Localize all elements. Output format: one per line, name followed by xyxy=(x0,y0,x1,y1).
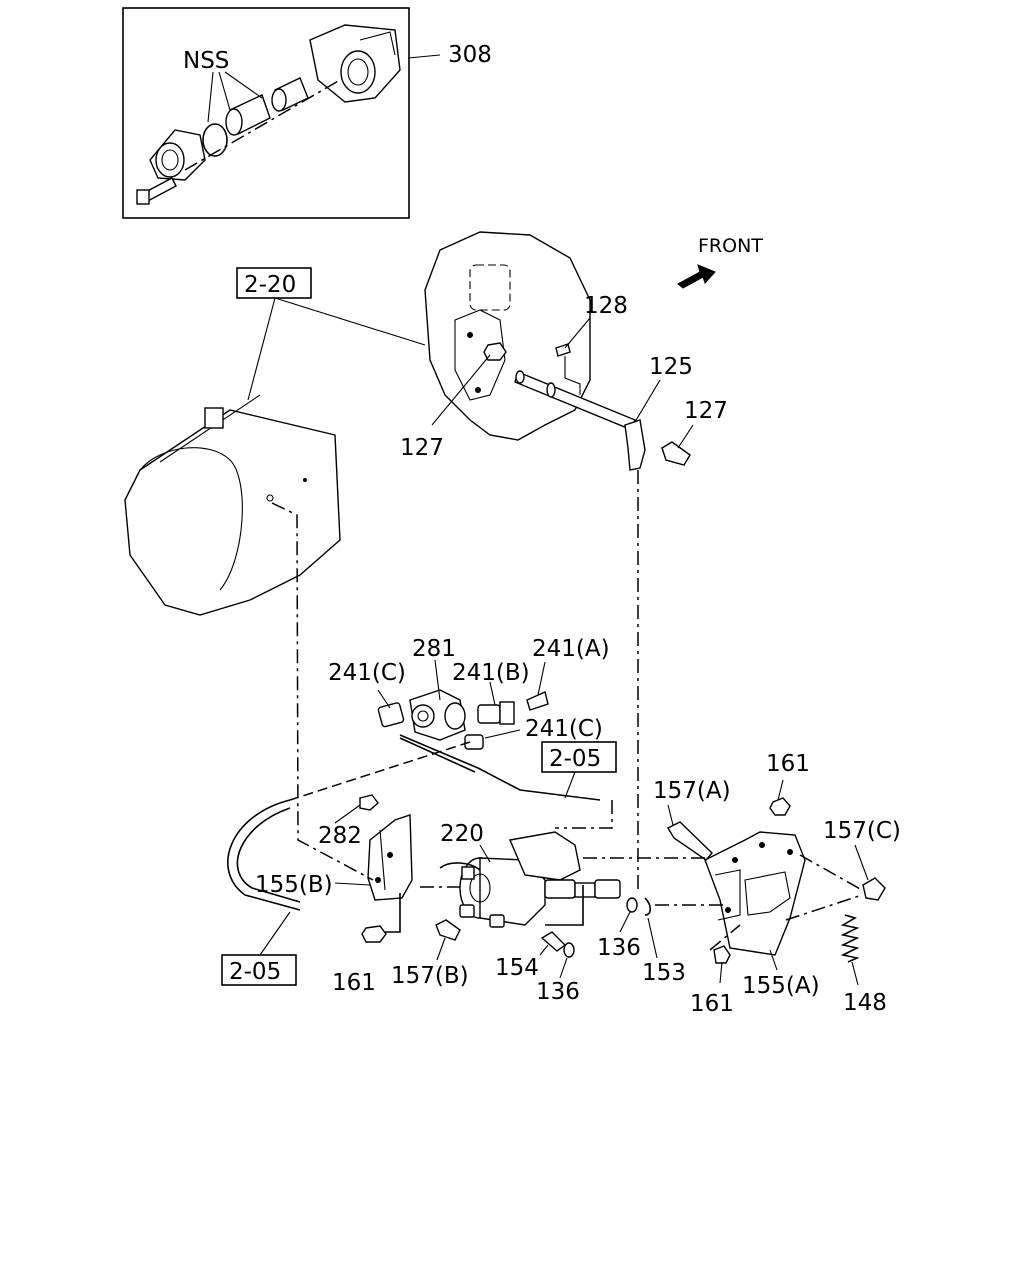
inset-valve-drawing xyxy=(136,24,401,205)
callout-241b: 241(B) xyxy=(452,660,530,686)
inset-panel: NSS xyxy=(122,7,441,219)
callout-157a: 157(A) xyxy=(653,778,731,804)
ref-box-2-05-bottom: 2-05 xyxy=(221,954,297,986)
callout-155b: 155(B) xyxy=(255,872,333,898)
ref-2-20-text: 2-20 xyxy=(244,272,296,298)
front-label: FRONT xyxy=(698,235,763,257)
callout-308: 308 xyxy=(448,42,492,68)
callout-241c-left: 241(C) xyxy=(328,660,406,686)
callout-241c-right: 241(C) xyxy=(525,716,603,742)
callout-282: 282 xyxy=(318,823,362,849)
leader-lines xyxy=(334,317,869,986)
nss-label: NSS xyxy=(183,48,229,74)
front-arrow-icon xyxy=(677,264,716,289)
bolt-157b-shape xyxy=(435,919,461,941)
clip-153-shape xyxy=(644,897,652,916)
callout-136-low: 136 xyxy=(536,979,580,1005)
callout-125: 125 xyxy=(649,354,693,380)
ref-2-05-bottom-text: 2-05 xyxy=(229,959,281,985)
callout-220: 220 xyxy=(440,821,484,847)
callout-157c: 157(C) xyxy=(823,818,901,844)
callout-161-left: 161 xyxy=(332,970,376,996)
ref-box-2-05-top: 2-05 xyxy=(541,741,617,773)
callout-281: 281 xyxy=(412,636,456,662)
ref-2-05-top-text: 2-05 xyxy=(549,746,601,772)
spring-148 xyxy=(840,914,860,963)
washer-136-low-shape xyxy=(563,942,575,958)
callout-153: 153 xyxy=(642,960,686,986)
callout-127-left: 127 xyxy=(400,435,444,461)
ref-box-2-20: 2-20 xyxy=(236,267,312,299)
callout-155a: 155(A) xyxy=(742,973,820,999)
callout-161-right: 161 xyxy=(690,991,734,1017)
callout-161-top: 161 xyxy=(766,751,810,777)
callout-241a: 241(A) xyxy=(532,636,610,662)
valve-assembly-281 xyxy=(377,689,549,750)
transmission-drawing xyxy=(124,231,591,616)
callout-157b: 157(B) xyxy=(391,963,469,989)
bracket-155a xyxy=(667,797,886,964)
callout-154: 154 xyxy=(495,955,539,981)
callout-148: 148 xyxy=(843,990,887,1016)
bracket-155b xyxy=(359,794,413,901)
shift-shaft-125 xyxy=(514,343,691,471)
callout-136-mid: 136 xyxy=(597,935,641,961)
callout-128: 128 xyxy=(584,293,628,319)
clutch-booster-220 xyxy=(439,831,621,928)
callout-127-right: 127 xyxy=(684,398,728,424)
nut-161-left-shape xyxy=(361,925,387,943)
washer-136-mid-shape xyxy=(626,897,638,913)
